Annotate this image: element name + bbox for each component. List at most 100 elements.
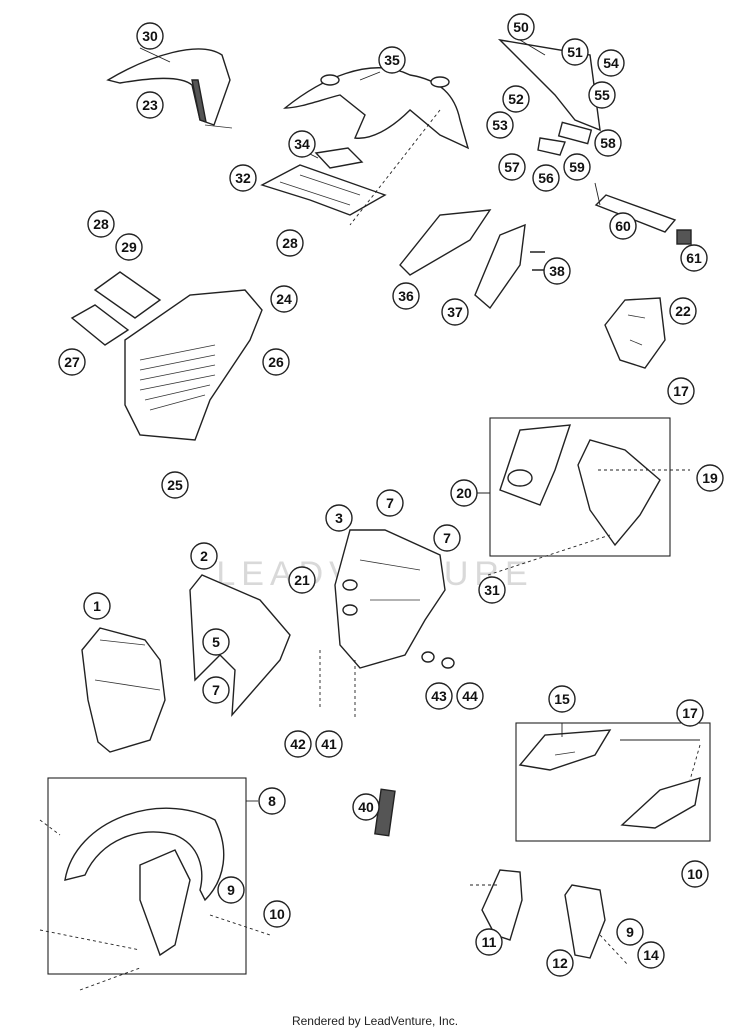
part-8-fender bbox=[64, 807, 225, 957]
part-43-grommet bbox=[421, 651, 435, 663]
callout-12: 12 bbox=[546, 949, 574, 977]
callout-label: 52 bbox=[508, 91, 524, 107]
callout-label: 25 bbox=[167, 477, 183, 493]
callout-label: 12 bbox=[552, 955, 568, 971]
callout-41: 41 bbox=[315, 730, 343, 758]
callout-51: 51 bbox=[561, 38, 589, 66]
callout-54: 54 bbox=[597, 49, 625, 77]
callout-55: 55 bbox=[588, 81, 616, 109]
part-20-panel-left bbox=[499, 424, 572, 506]
part-44-grommet bbox=[441, 657, 455, 669]
callout-17: 17 bbox=[667, 377, 695, 405]
callout-15: 15 bbox=[548, 685, 576, 713]
callout-44: 44 bbox=[456, 682, 484, 710]
callout-43: 43 bbox=[425, 682, 453, 710]
callout-label: 19 bbox=[702, 470, 718, 486]
callout-label: 1 bbox=[93, 598, 101, 614]
callout-label: 26 bbox=[268, 354, 284, 370]
part-36-side-panel bbox=[399, 209, 492, 276]
callout-30: 30 bbox=[136, 22, 164, 50]
callout-label: 8 bbox=[268, 793, 276, 809]
callout-label: 53 bbox=[492, 117, 508, 133]
callout-28: 28 bbox=[276, 229, 304, 257]
callout-52: 52 bbox=[502, 85, 530, 113]
part-24-airbox bbox=[124, 289, 263, 441]
callout-label: 10 bbox=[687, 866, 703, 882]
callout-56: 56 bbox=[532, 164, 560, 192]
callout-label: 20 bbox=[456, 485, 472, 501]
callout-40: 40 bbox=[352, 793, 380, 821]
callout-label: 35 bbox=[384, 52, 400, 68]
callout-28: 28 bbox=[87, 210, 115, 238]
callout-label: 22 bbox=[675, 303, 691, 319]
part-59-light bbox=[537, 137, 566, 156]
callout-label: 5 bbox=[212, 634, 220, 650]
part-61-reflector bbox=[676, 229, 692, 245]
callout-42: 42 bbox=[284, 730, 312, 758]
callout-24: 24 bbox=[270, 285, 298, 313]
callout-label: 9 bbox=[227, 882, 235, 898]
callout-60: 60 bbox=[609, 212, 637, 240]
callout-label: 32 bbox=[235, 170, 251, 186]
callout-5: 5 bbox=[202, 628, 230, 656]
callout-label: 37 bbox=[447, 304, 463, 320]
callout-32: 32 bbox=[229, 164, 257, 192]
callout-29: 29 bbox=[115, 233, 143, 261]
part-3-headlight-carrier bbox=[334, 529, 446, 669]
callout-25: 25 bbox=[161, 471, 189, 499]
callout-label: 17 bbox=[673, 383, 689, 399]
part-32-tail-tray bbox=[260, 164, 387, 216]
part-60-bracket bbox=[594, 194, 677, 233]
part-35-tail-cover bbox=[283, 67, 470, 150]
part-20-hole bbox=[507, 469, 533, 487]
callout-34: 34 bbox=[288, 130, 316, 158]
callout-label: 42 bbox=[290, 736, 306, 752]
callout-label: 30 bbox=[142, 28, 158, 44]
callout-2: 2 bbox=[190, 542, 218, 570]
callout-label: 29 bbox=[121, 239, 137, 255]
group-frame-20 bbox=[489, 417, 671, 557]
callout-label: 17 bbox=[682, 705, 698, 721]
part-27-filter bbox=[70, 304, 130, 346]
part-58-reflector bbox=[557, 121, 593, 145]
callout-10: 10 bbox=[263, 900, 291, 928]
part-29-filter-frame bbox=[93, 271, 162, 319]
callout-label: 54 bbox=[603, 55, 619, 71]
part-30-seat-cowl bbox=[106, 48, 233, 129]
part-12-cover bbox=[564, 884, 606, 959]
callout-label: 28 bbox=[282, 235, 298, 251]
callout-37: 37 bbox=[441, 298, 469, 326]
callout-label: 21 bbox=[294, 572, 310, 588]
callout-9: 9 bbox=[616, 918, 644, 946]
callout-label: 50 bbox=[513, 19, 529, 35]
callout-label: 57 bbox=[504, 159, 520, 175]
part-2-spoiler bbox=[189, 574, 291, 718]
callout-label: 40 bbox=[358, 799, 374, 815]
callout-label: 60 bbox=[615, 218, 631, 234]
callout-20: 20 bbox=[450, 479, 478, 507]
callout-53: 53 bbox=[486, 111, 514, 139]
callout-59: 59 bbox=[563, 153, 591, 181]
callout-label: 59 bbox=[569, 159, 585, 175]
callout-label: 7 bbox=[386, 495, 394, 511]
group-frame-8 bbox=[47, 777, 247, 975]
callout-58: 58 bbox=[594, 129, 622, 157]
callout-27: 27 bbox=[58, 348, 86, 376]
callout-label: 28 bbox=[93, 216, 109, 232]
callout-31: 31 bbox=[478, 576, 506, 604]
callout-23: 23 bbox=[136, 91, 164, 119]
callout-label: 3 bbox=[335, 510, 343, 526]
callout-label: 23 bbox=[142, 97, 158, 113]
callout-35: 35 bbox=[378, 46, 406, 74]
callout-label: 38 bbox=[549, 263, 565, 279]
callout-61: 61 bbox=[680, 244, 708, 272]
callout-50: 50 bbox=[507, 13, 535, 41]
callout-label: 58 bbox=[600, 135, 616, 151]
callout-label: 56 bbox=[538, 170, 554, 186]
callout-label: 24 bbox=[276, 291, 292, 307]
part-37-side-panel bbox=[474, 223, 526, 310]
callout-14: 14 bbox=[637, 941, 665, 969]
callout-label: 2 bbox=[200, 548, 208, 564]
callout-label: 15 bbox=[554, 691, 570, 707]
callout-21: 21 bbox=[288, 566, 316, 594]
